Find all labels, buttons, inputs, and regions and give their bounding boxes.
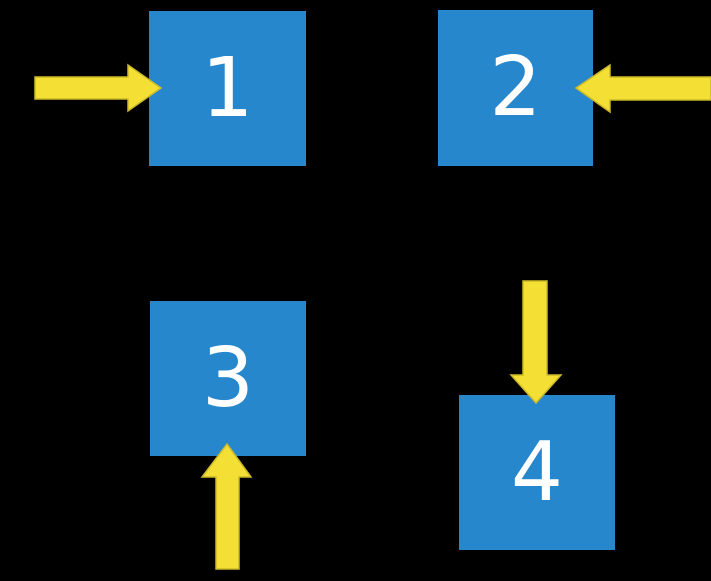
left-arrow-icon xyxy=(574,63,711,114)
square-2-label: 2 xyxy=(489,40,542,135)
up-arrow-icon xyxy=(200,442,253,570)
down-arrow-icon xyxy=(509,280,563,405)
square-1-label: 1 xyxy=(201,40,254,136)
square-3[interactable]: 3 xyxy=(150,301,306,456)
square-3-label: 3 xyxy=(201,330,255,426)
square-1[interactable]: 1 xyxy=(149,11,306,166)
square-4[interactable]: 4 xyxy=(459,395,615,550)
square-2[interactable]: 2 xyxy=(438,10,593,166)
right-arrow-icon xyxy=(34,63,163,113)
square-4-label: 4 xyxy=(510,424,564,520)
